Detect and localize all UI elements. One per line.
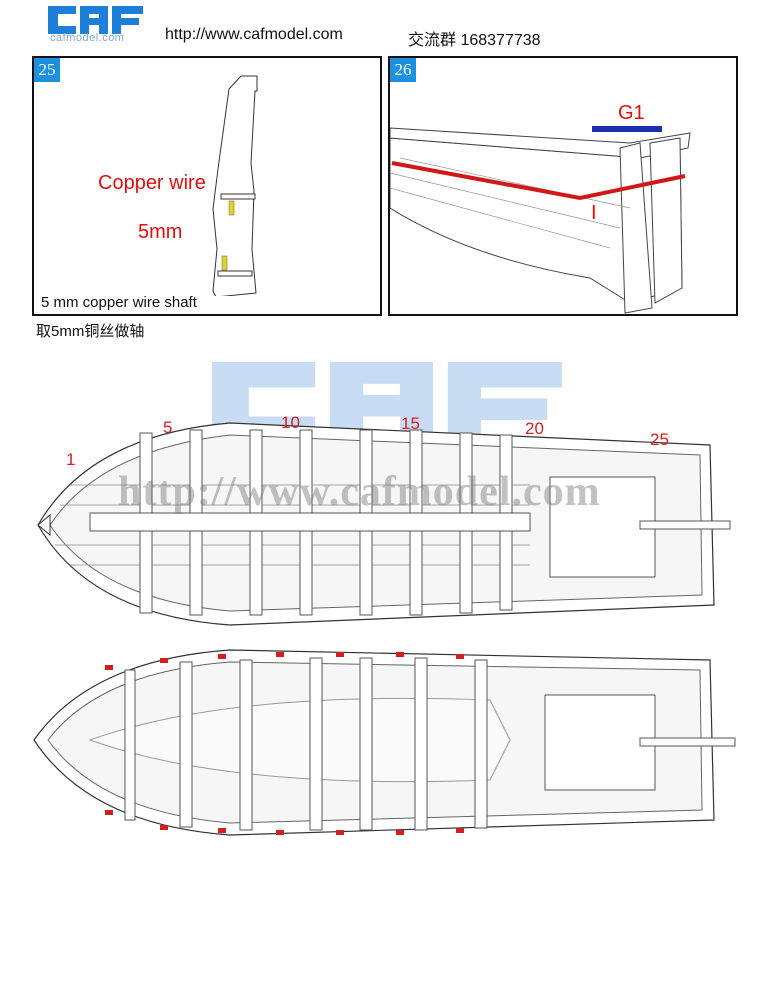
copper-wire-label: Copper wire xyxy=(98,172,206,194)
frame-number: 20 xyxy=(525,419,544,438)
logo-subtitle: cafmodel.com xyxy=(50,32,125,44)
rudder-drawing xyxy=(212,75,258,296)
step-26-panel: 26 G1 I xyxy=(388,56,738,316)
boat-top-view-2 xyxy=(33,649,736,836)
step-number-badge: 26 xyxy=(390,58,416,82)
frame-number: 1 xyxy=(66,450,76,469)
size-label: 5mm xyxy=(138,221,183,243)
caf-logo xyxy=(48,6,143,34)
step-25-panel: 25 Copper wire 5mm 5 mm copper wire shaf… xyxy=(32,56,382,316)
frame-number: 25 xyxy=(650,430,669,449)
watermark-url: http://www.cafmodel.com xyxy=(118,469,601,515)
watermark-logo xyxy=(212,362,562,442)
step-caption-en: 5 mm copper wire shaft xyxy=(41,294,197,311)
g1-label: G1 xyxy=(618,102,645,124)
website-url: http://www.cafmodel.com xyxy=(165,26,343,43)
frame-number: 5 xyxy=(163,418,173,437)
step-number-badge: 25 xyxy=(34,58,60,82)
step-caption-cn: 取5mm铜丝做轴 xyxy=(36,323,145,340)
boat-top-view-1 xyxy=(37,422,731,626)
frame-number: 10 xyxy=(281,413,300,432)
qq-group: 交流群 168377738 xyxy=(408,32,541,49)
stern-drawing xyxy=(390,126,691,314)
i-label: I xyxy=(591,202,597,224)
frame-number: 15 xyxy=(401,414,420,433)
